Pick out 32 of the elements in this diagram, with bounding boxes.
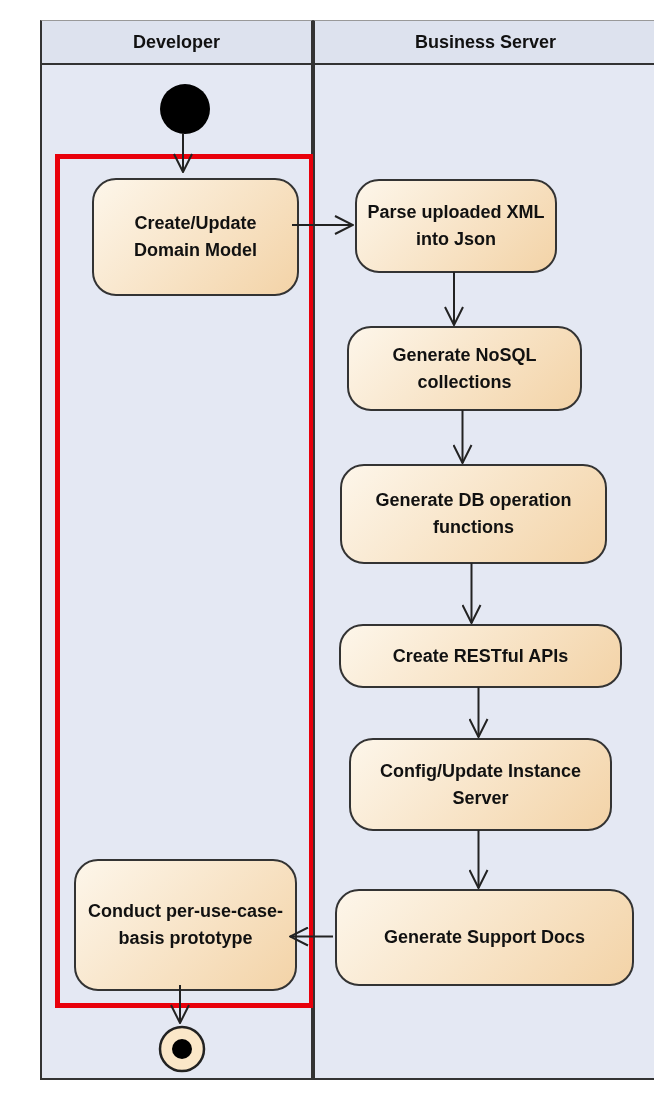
lane-header: Developer (42, 21, 311, 65)
swimlane (40, 20, 313, 1080)
activity-label: Conduct per-use-case-basis prototype (86, 900, 284, 950)
activity-box (347, 326, 582, 411)
activity-label: Generate Support Docs (383, 926, 585, 949)
activity-box (349, 738, 612, 831)
activity-label: Create RESTful APIs (392, 644, 569, 668)
control-flow-arrow (444, 271, 464, 326)
swimlane (313, 20, 654, 1080)
final-node (157, 1024, 207, 1074)
lane-header: Business Server (315, 21, 654, 65)
highlight-frame (55, 154, 314, 1008)
control-flow-arrow (461, 562, 482, 624)
activity-box (92, 178, 299, 296)
control-flow-arrow (291, 215, 354, 235)
activity-label: Parse uploaded XML into Json (366, 201, 546, 251)
activity-label: Config/Update Instance Server (379, 759, 582, 810)
activity-box (340, 464, 607, 564)
initial-node (160, 84, 210, 134)
control-flow-arrow (289, 926, 334, 947)
activity-label: Create/Update Domain Model (133, 212, 258, 262)
activity-box (74, 859, 297, 991)
activity-box (335, 889, 634, 986)
control-flow-arrow (468, 829, 489, 889)
control-flow-arrow (452, 409, 473, 464)
activity-label: Generate DB operation functions (374, 489, 573, 539)
activity-label: Generate NoSQL collections (391, 343, 538, 394)
control-flow-arrow (173, 132, 193, 173)
activity-box (339, 624, 622, 688)
control-flow-arrow (170, 984, 190, 1024)
control-flow-arrow (468, 686, 489, 738)
activity-box (355, 179, 557, 273)
